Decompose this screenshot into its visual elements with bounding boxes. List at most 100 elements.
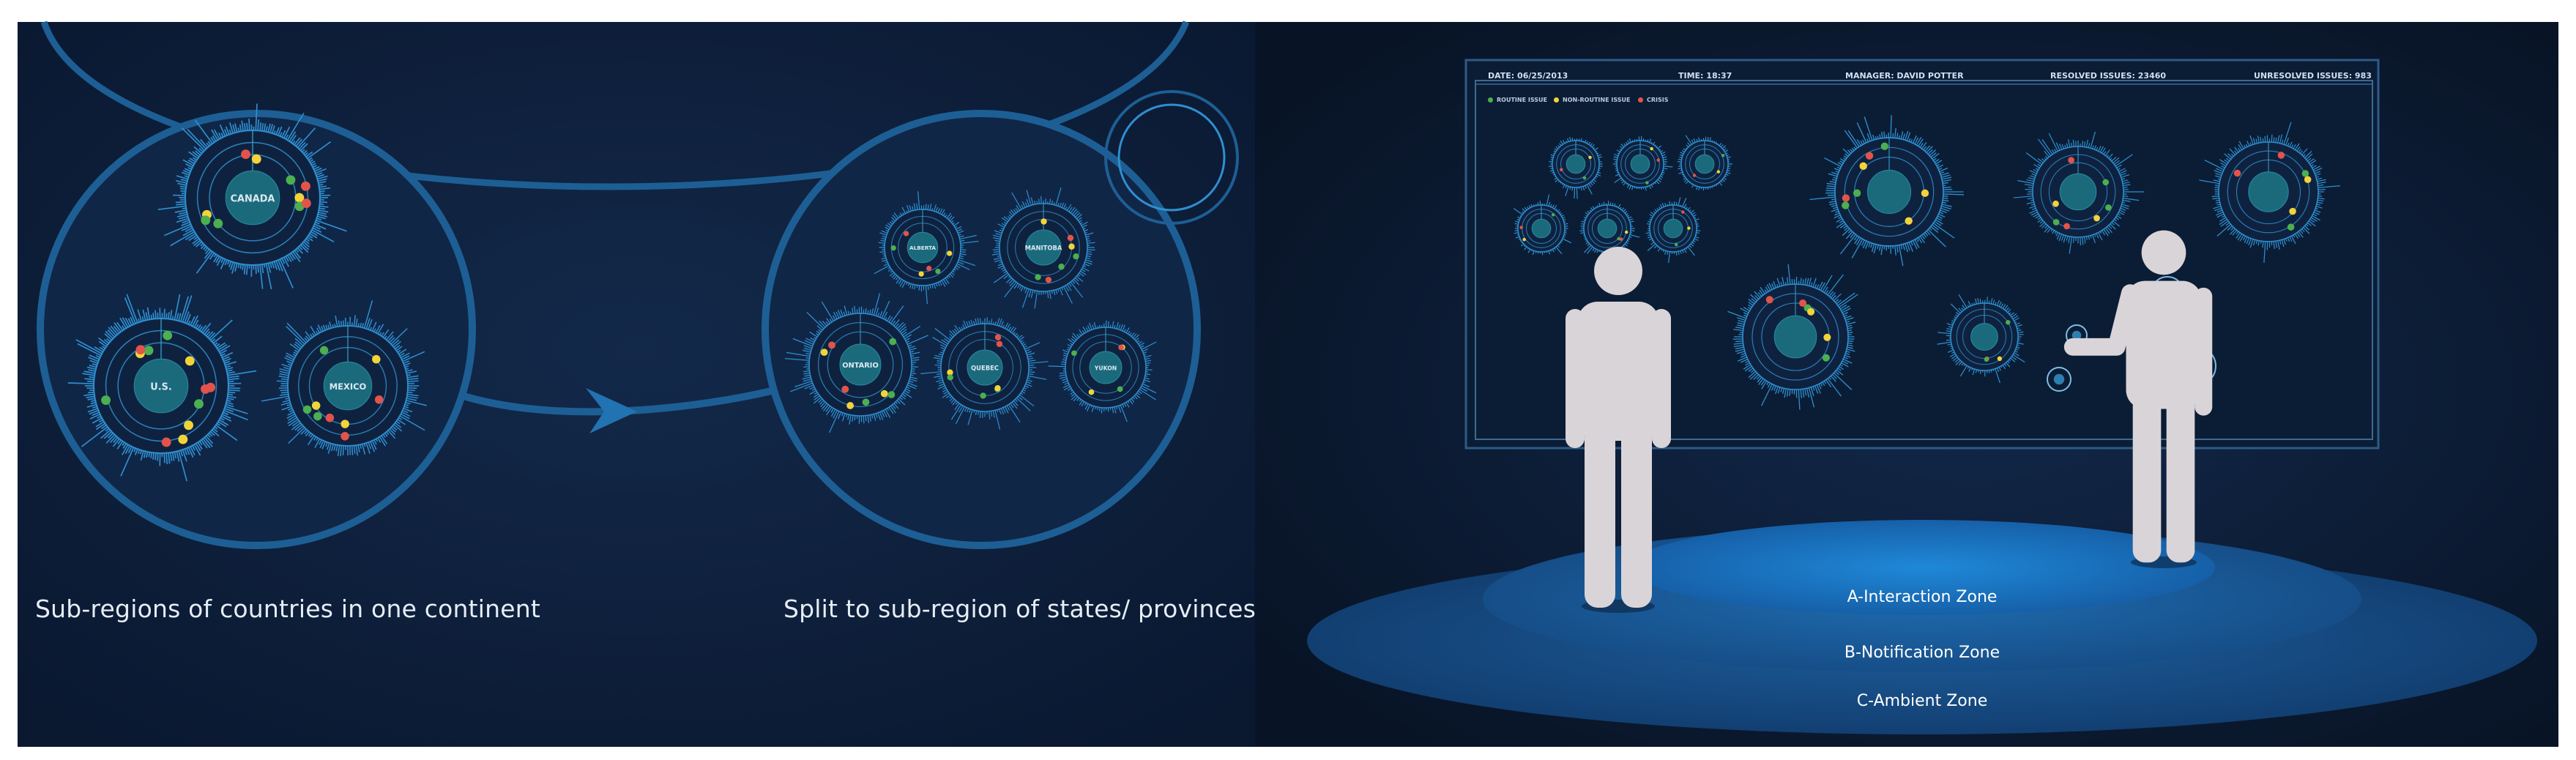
issue-dot [947, 250, 953, 256]
issue-dot [1560, 168, 1563, 171]
issue-dot [163, 330, 173, 340]
activity-spikes [157, 103, 347, 290]
activity-spikes [874, 191, 979, 305]
legend-routine: ROUTINE ISSUE [1488, 97, 1547, 103]
issue-dot [1823, 333, 1831, 341]
issue-dot [2063, 223, 2070, 230]
activity-spikes [920, 317, 1049, 430]
issue-dot [2006, 320, 2011, 325]
activity-spikes [991, 187, 1095, 309]
node-core [1025, 229, 1062, 266]
node-core [133, 358, 189, 414]
node-label: MANITOBA [1025, 245, 1062, 252]
issue-dot [1068, 243, 1075, 250]
node-core [1089, 351, 1123, 384]
activity-spikes [1937, 294, 2025, 384]
issue-dot [201, 215, 211, 226]
legend-non-routine-label: NON-ROUTINE ISSUE [1563, 97, 1631, 103]
dashboard-inner-frame [1475, 80, 2373, 440]
issue-dot [862, 398, 870, 406]
activity-spikes [2013, 131, 2145, 254]
issue-dot [1522, 237, 1526, 242]
legend-routine-label: ROUTINE ISSUE [1497, 97, 1547, 103]
wall-node-large-4 [1727, 264, 1858, 410]
issue-dot [1073, 253, 1079, 260]
node-core [2059, 173, 2097, 211]
issue-dot [926, 265, 932, 272]
node-label: QUEBEC [971, 365, 999, 372]
issue-dot [135, 345, 146, 355]
issue-dot [1088, 389, 1095, 395]
issue-dot [820, 349, 828, 357]
issue-dot [1859, 162, 1867, 171]
issue-dot [846, 402, 855, 409]
node-core [967, 349, 1003, 386]
legend-crisis: CRISIS [1638, 97, 1669, 103]
issue-dot [996, 340, 1003, 348]
issue-dot [2093, 215, 2100, 222]
issue-dot [841, 385, 849, 393]
node-core [1663, 218, 1683, 239]
issue-dot [1588, 155, 1592, 160]
caption-state-subregions: Split to sub-region of states/ provinces [783, 595, 1257, 623]
issue-dot [286, 175, 296, 185]
issue-dot [1822, 354, 1830, 362]
issue-dot [2068, 157, 2074, 164]
non-routine-dot-icon [1554, 97, 1559, 103]
issue-dot [1865, 152, 1874, 160]
issue-dot [2304, 176, 2312, 184]
issue-dot [144, 346, 154, 356]
issue-dot [374, 395, 384, 404]
issue-dot [201, 384, 210, 394]
issue-dot [1519, 226, 1523, 229]
issue-dot [213, 218, 223, 228]
wall-node-large-2 [2013, 131, 2145, 254]
issue-dot [1721, 154, 1725, 157]
issue-dot [1692, 174, 1697, 177]
issue-dot [947, 369, 953, 376]
node-label: U.S. [150, 382, 172, 393]
issue-dot [1880, 142, 1888, 151]
issue-dot [889, 338, 897, 346]
issue-dot [2289, 207, 2296, 215]
node-core [839, 343, 882, 386]
issue-dot [101, 395, 111, 405]
issue-dot [2233, 169, 2241, 177]
parent-region-arc [40, 21, 1190, 190]
issue-dot [994, 334, 1002, 340]
issue-dot [1551, 213, 1555, 217]
node-core [1597, 218, 1618, 239]
node-label: CANADA [231, 194, 275, 205]
activity-spikes [67, 294, 257, 482]
wall-small-node-2 [1612, 135, 1673, 191]
node-canada: CANADA [157, 103, 347, 290]
dashboard-manager: MANAGER: DAVID POTTER [1845, 71, 1964, 81]
issue-dot [241, 149, 251, 160]
activity-spikes [1548, 136, 1603, 199]
issue-dot [325, 413, 335, 422]
touch-node-1 [2047, 367, 2071, 392]
issue-dot [294, 193, 305, 203]
issue-dot [1807, 308, 1815, 316]
node-core [2248, 171, 2289, 212]
issue-dot [251, 154, 261, 164]
issue-dot [1997, 356, 2003, 362]
node-yukon: YUKON [1048, 320, 1157, 422]
issue-dot [2052, 200, 2059, 207]
dashboard-time: TIME: 18:37 [1678, 71, 1732, 81]
issue-dot [194, 399, 204, 409]
node-core [225, 170, 280, 226]
node-core [907, 231, 939, 264]
crisis-dot-icon [1638, 97, 1643, 103]
issue-dot [161, 437, 171, 447]
node-core [1694, 154, 1715, 174]
issue-dot [1905, 217, 1913, 225]
issue-dot [313, 411, 322, 421]
issue-dot [319, 346, 329, 355]
issue-dot [1765, 296, 1773, 304]
node-alberta: ALBERTA [874, 191, 979, 305]
wall-node-medium [1937, 294, 2025, 384]
node-core [1866, 169, 1912, 215]
issue-dot [301, 198, 311, 209]
